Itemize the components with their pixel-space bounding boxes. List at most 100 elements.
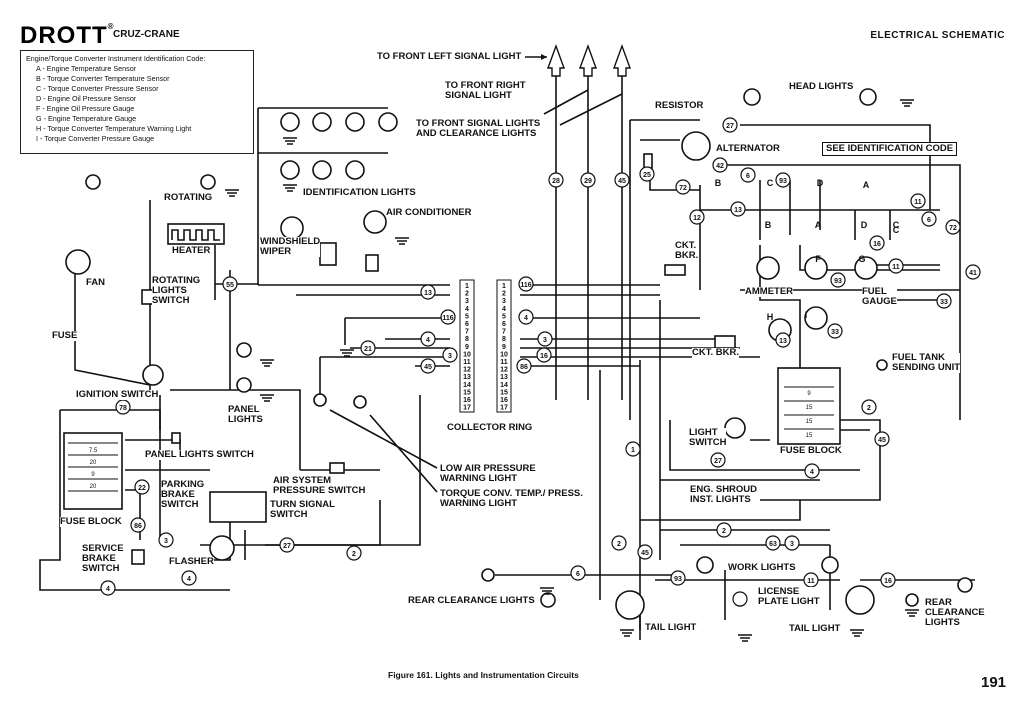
wire-number: 55 [226,282,234,289]
legend-item: F - Engine Oil Pressure Gauge [36,104,135,113]
wire-number: 4 [106,586,110,593]
collector-ring-number: 14 [463,382,471,389]
sensor-code: H [767,312,774,322]
wire-number: 45 [618,178,626,185]
head-lights-label: HEAD LIGHTS [789,81,854,92]
legend-item: C - Torque Converter Pressure Sensor [36,84,159,93]
brand-name: DROTT [20,22,108,49]
wire-number: 72 [949,225,957,232]
wire-number: 33 [831,329,839,336]
collector-ring-number: 7 [465,329,469,336]
turn-signal-switch-label: TURN SIGNAL SWITCH [270,499,335,520]
collector-ring-number: 6 [465,321,469,328]
wire-number: 6 [746,173,750,180]
wire-number: 16 [873,241,881,248]
sensor-code: A [863,180,870,190]
wire-number: 86 [134,523,142,530]
collector-ring-number: 16 [500,397,508,404]
front-signal-clearance-label: TO FRONT SIGNAL LIGHTS AND CLEARANCE LIG… [416,118,541,139]
wire-number: 27 [726,123,734,130]
wire-number: 116 [520,282,531,289]
collector-ring-number: 12 [500,367,508,374]
figure-caption: Figure 161. Lights and Instrumentation C… [388,670,579,680]
fuse-rating: 15 [806,433,813,439]
wire-number: 72 [679,185,687,192]
ckt-bkr-mid-label: CKT. BKR. [692,347,739,358]
wire-number: 4 [426,337,430,344]
flasher-label: FLASHER [169,556,214,567]
wire-number: 45 [878,437,886,444]
sensor-code: B [715,178,722,188]
windshield-wiper-label: WINDSHIELD WIPER [260,236,321,257]
section-title: ELECTRICAL SCHEMATIC [870,30,1005,41]
fuse-rating: 9 [91,472,95,478]
wire-number: 93 [779,178,787,185]
wire-number: 6 [927,217,931,224]
wire-number: 3 [790,541,794,548]
wire-number: 13 [424,290,432,297]
collector-ring-number: 8 [502,336,506,343]
wire-number: 12 [693,215,701,222]
panel-lights-label: PANEL LIGHTS [228,404,263,425]
heater-label: HEATER [172,245,211,256]
collector-ring-number: 13 [500,374,508,381]
wire-number: 4 [524,315,528,322]
sensor-code: D [861,220,868,230]
collector-ring-number: 13 [463,374,471,381]
collector-ring-number: 17 [500,405,508,412]
eng-shroud-inst-lights-label: ENG. SHROUD INST. LIGHTS [690,484,758,505]
panel-lights-switch-label: PANEL LIGHTS SWITCH [145,449,254,460]
sensor-code: F [815,254,821,264]
collector-ring-number: 11 [463,359,471,366]
fuse-rating: 20 [90,484,97,490]
wire-number: 3 [543,337,547,344]
wire-number: 4 [187,576,191,583]
collector-ring-number: 14 [500,382,508,389]
collector-ring-number: 4 [465,306,469,313]
wire-number: 28 [552,178,560,185]
collector-ring-number: 7 [502,329,506,336]
legend-item: H - Torque Converter Temperature Warning… [36,124,192,133]
wire-number: 27 [283,543,291,550]
brand-registered-mark: ® [107,22,115,31]
air-conditioner-label: AIR CONDITIONER [386,207,472,218]
ckt-bkr-top-label: CKT. BKR. [675,240,699,261]
low-air-pressure-label: LOW AIR PRESSURE WARNING LIGHT [440,463,536,484]
fuse-block-right-label: FUSE BLOCK [780,445,842,456]
identification-code-legend: Engine/Torque Converter Instrument Ident… [20,50,254,154]
wire-number: 27 [714,458,722,465]
wire-number: 29 [584,178,592,185]
sensor-code: I [805,310,808,320]
collector-ring-number: 15 [500,389,508,396]
rear-clearance-lights-left-label: REAR CLEARANCE LIGHTS [408,595,535,606]
collector-ring-number: 9 [502,344,506,351]
wire-number: 11 [914,199,922,206]
wire-number: 86 [520,364,528,371]
front-left-signal-label: TO FRONT LEFT SIGNAL LIGHT [377,51,522,62]
page-number: 191 [981,674,1007,691]
legend-item: B - Torque Converter Temperature Sensor [36,74,170,83]
sensor-code: G [858,254,865,264]
collector-ring-number: 9 [465,344,469,351]
brand-logo: DROTT® [20,22,115,50]
sensor-code: C [893,225,900,235]
wire-number: 16 [540,353,548,360]
fuel-gauge-label: FUEL GAUGE [862,286,897,307]
tail-light-right-label: TAIL LIGHT [789,623,841,634]
service-brake-switch-label: SERVICE BRAKE SWITCH [82,543,124,574]
wire-number: 2 [352,551,356,558]
fuse-label: FUSE [52,330,78,341]
wire-number: 63 [769,541,777,548]
collector-ring-label: COLLECTOR RING [447,422,533,433]
model-name: CRUZ-CRANE [113,29,180,40]
sensor-code: D [817,178,824,188]
work-lights-label: WORK LIGHTS [728,562,796,573]
collector-ring-number: 3 [502,298,506,305]
rotating-lights-switch-label: ROTATING LIGHTS SWITCH [152,275,201,306]
wire-number: 41 [969,270,977,277]
wire-number: 22 [138,485,146,492]
wire-number: 13 [734,207,742,214]
ammeter-label: AMMETER [745,286,794,297]
